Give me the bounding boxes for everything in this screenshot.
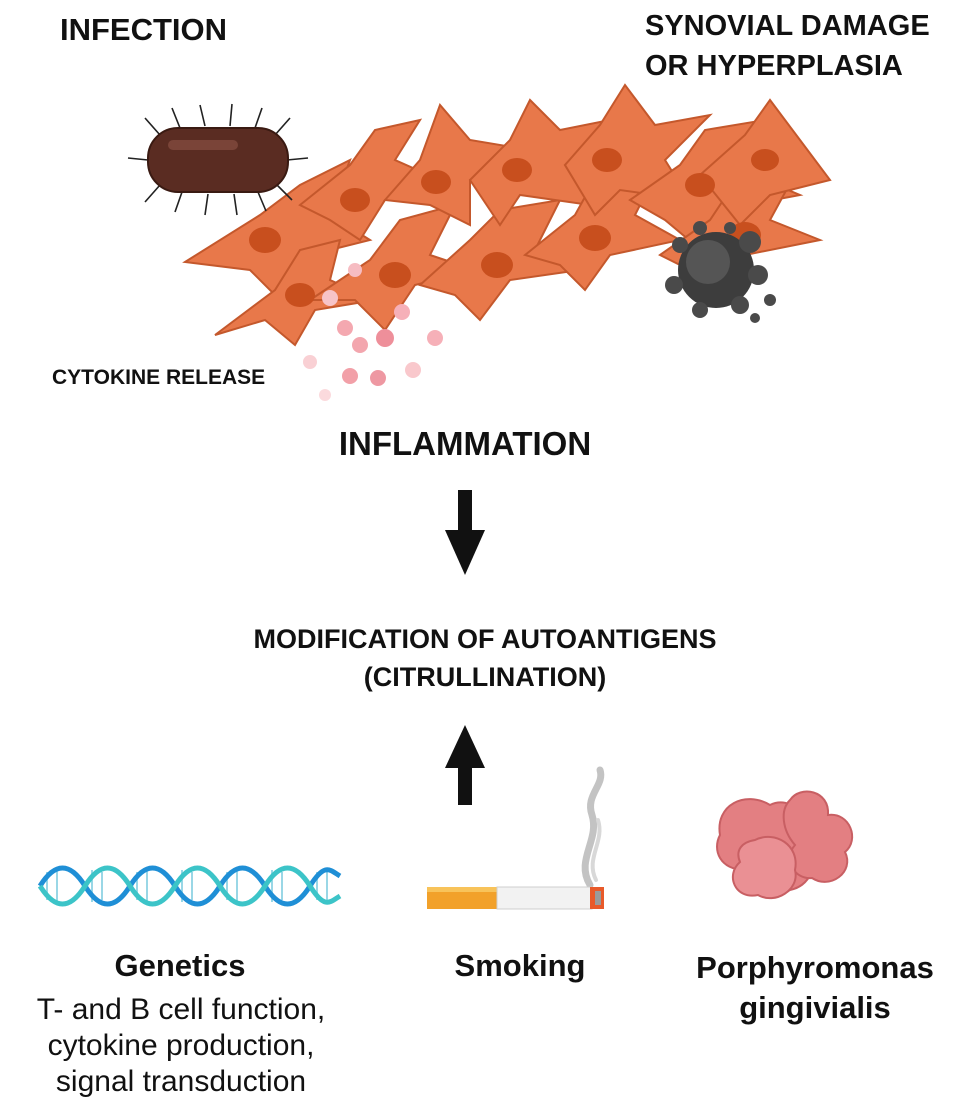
genetics-detail-line: T- and B cell function, xyxy=(36,993,326,1026)
nucleus xyxy=(592,148,622,172)
synovial-damage-label: SYNOVIAL DAMAGE OR HYPERPLASIA xyxy=(645,6,930,86)
cytokine-droplets xyxy=(303,263,443,401)
modification-line-2: (CITRULLINATION) xyxy=(363,662,607,692)
cytokine-release-label: CYTOKINE RELEASE xyxy=(52,366,266,389)
modification-label: MODIFICATION OF AUTOANTIGENS (CITRULLINA… xyxy=(185,620,785,696)
synovial-damage-line-2: OR HYPERPLASIA xyxy=(645,50,903,82)
bacterium-icon xyxy=(127,103,309,216)
arrow-down-icon xyxy=(445,490,485,575)
porphyromonas-title-line-1: Porphyromonas xyxy=(696,950,934,985)
modification-line-1: MODIFICATION OF AUTOANTIGENS xyxy=(253,624,717,654)
porphyromonas-gingivalis-icon xyxy=(716,790,854,900)
porphyromonas-title-line-2: gingivialis xyxy=(739,990,891,1025)
nucleus xyxy=(249,227,281,253)
infection-label: INFECTION xyxy=(60,12,228,47)
nucleus xyxy=(421,170,451,194)
genetics-detail-line: cytokine production, xyxy=(47,1029,315,1062)
synovial-damage-line-1: SYNOVIAL DAMAGE xyxy=(645,10,930,42)
nucleus xyxy=(379,262,411,288)
nucleus xyxy=(502,158,532,182)
nucleus xyxy=(751,149,779,171)
nucleus xyxy=(685,173,715,197)
genetics-detail-line: signal transduction xyxy=(55,1065,307,1098)
nucleus xyxy=(285,283,315,307)
genetics-details: T- and B cell function, cytokine product… xyxy=(0,992,362,1100)
genetics-title: Genetics xyxy=(114,948,246,983)
inflammation-label: INFLAMMATION xyxy=(338,425,592,462)
apoptotic-cell-icon xyxy=(665,221,776,323)
cigarette-icon xyxy=(427,766,605,910)
dna-icon xyxy=(37,865,342,907)
porphyromonas-title: Porphyromonas gingivialis xyxy=(665,948,965,1028)
smoking-title: Smoking xyxy=(454,948,586,983)
nucleus xyxy=(579,225,611,251)
nucleus xyxy=(340,188,370,212)
nucleus xyxy=(481,252,513,278)
arrow-up-icon xyxy=(445,725,485,805)
